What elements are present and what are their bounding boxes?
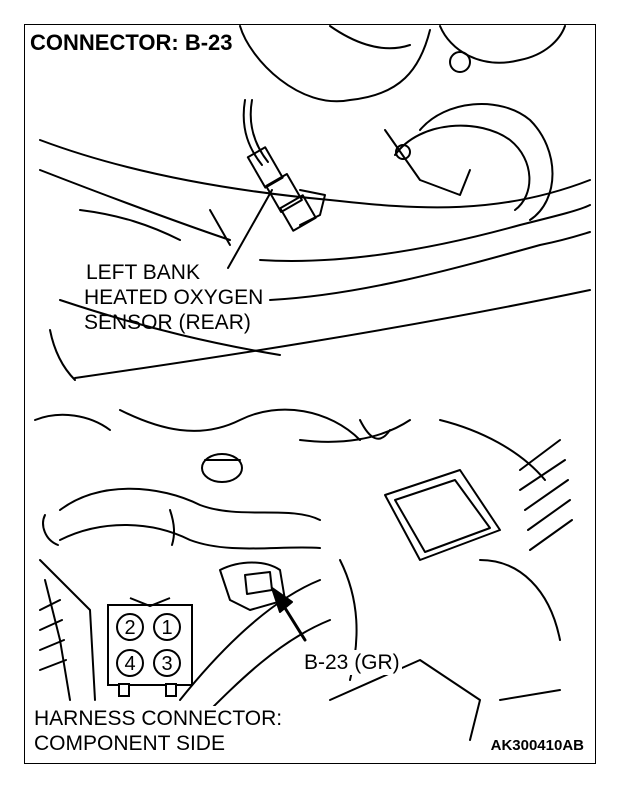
harness-label-line1: HARNESS CONNECTOR: xyxy=(34,706,287,731)
pin-label-3: 3 xyxy=(161,653,172,675)
harness-label-line2: COMPONENT SIDE xyxy=(34,731,229,756)
figure-code: AK300410AB xyxy=(488,737,586,754)
sensor-label-line1: LEFT BANK xyxy=(86,261,200,284)
sensor-label-line2: HEATED OXYGEN xyxy=(84,286,264,309)
pin-label-4: 4 xyxy=(124,653,135,675)
sensor-label-line3: SENSOR (REAR) xyxy=(84,311,251,334)
connector-face-diagram xyxy=(107,597,193,697)
pin-label-1: 1 xyxy=(161,617,172,639)
lower-engine-illustration xyxy=(34,408,573,741)
connector-id-label: B-23 (GR) xyxy=(302,650,402,675)
upper-engine-illustration xyxy=(39,25,591,381)
connector-title: CONNECTOR: B-23 xyxy=(30,30,233,55)
pin-label-2: 2 xyxy=(124,617,135,639)
